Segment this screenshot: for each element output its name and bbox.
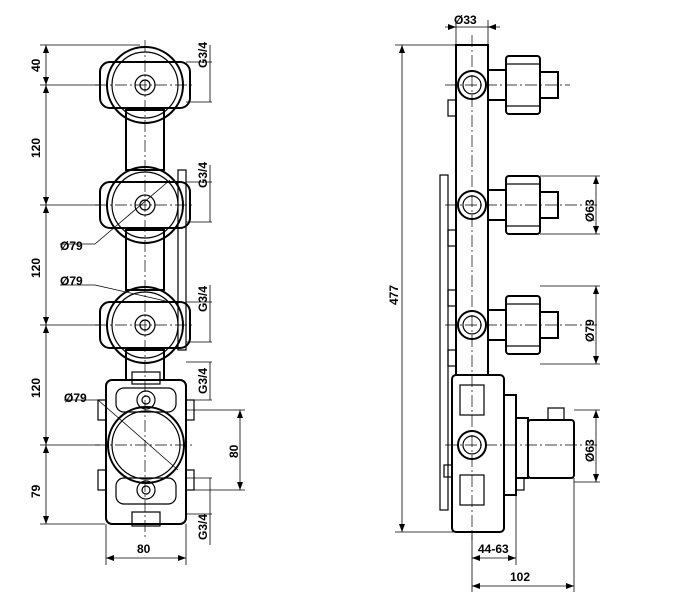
diameter-label-2: Ø79 bbox=[60, 274, 83, 288]
dim-height-80: 80 bbox=[227, 444, 241, 458]
dim-120-a: 120 bbox=[29, 138, 43, 158]
dim-120-c: 120 bbox=[29, 378, 43, 398]
thread-label-1: G3/4 bbox=[196, 42, 210, 68]
dim-width-80: 80 bbox=[137, 542, 151, 556]
valve-body bbox=[125, 109, 187, 381]
front-view: 40 120 120 120 79 G3/4 G3/4 G3/4 G3/4 G3… bbox=[29, 40, 245, 565]
total-depth-label: 102 bbox=[510, 570, 530, 584]
diameter-label-1: Ø79 bbox=[60, 239, 83, 253]
top-diameter-label: Ø33 bbox=[454, 13, 477, 27]
diameter-label-3: Ø79 bbox=[64, 391, 87, 405]
depth-range-label: 44-63 bbox=[478, 542, 509, 556]
dim-79: 79 bbox=[29, 484, 43, 498]
side-diameter-label-3: Ø63 bbox=[583, 439, 597, 462]
total-height-label: 477 bbox=[387, 285, 401, 305]
side-diameter-label-1: Ø63 bbox=[583, 199, 597, 222]
thread-label-5: G3/4 bbox=[196, 514, 210, 540]
thread-label-2: G3/4 bbox=[196, 162, 210, 188]
dim-120-b: 120 bbox=[29, 258, 43, 278]
side-thermostat bbox=[443, 374, 575, 533]
side-view: Ø33 477 Ø63 Ø79 Ø63 44-63 102 bbox=[387, 13, 600, 592]
dim-40: 40 bbox=[29, 58, 43, 72]
cartridge-housing bbox=[97, 371, 195, 527]
thread-label-3: G3/4 bbox=[196, 286, 210, 312]
thread-label-4: G3/4 bbox=[196, 368, 210, 394]
side-diameter-label-2: Ø79 bbox=[583, 319, 597, 342]
